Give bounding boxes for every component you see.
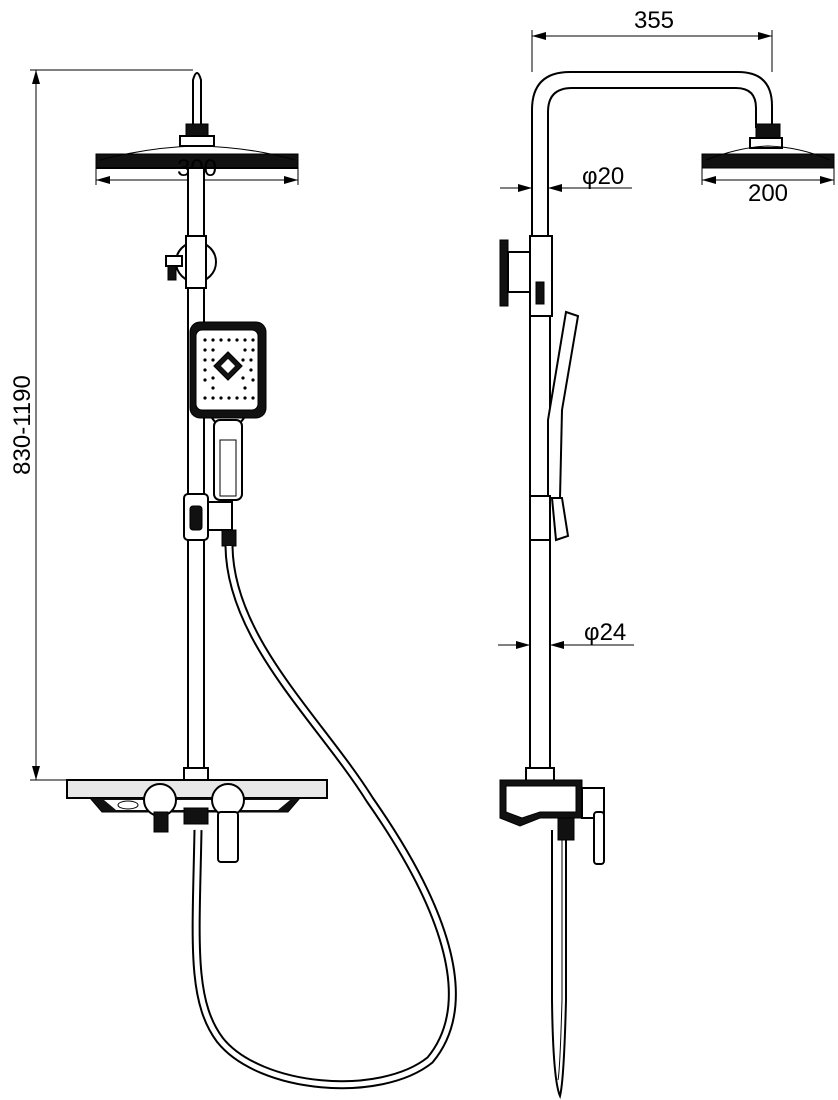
side-head-width-label: 200 (748, 180, 788, 207)
front-height-label: 830-1190 (9, 375, 36, 475)
side-head-nut (755, 123, 781, 139)
front-left-handle (143, 783, 177, 817)
front-height-dimension: 830-1190 (9, 69, 193, 781)
side-upper-diameter-dimension: φ20 (500, 163, 632, 192)
side-slider-holder (529, 495, 551, 541)
hand-shower-handle (213, 419, 243, 501)
side-shower-head (701, 145, 835, 169)
front-hand-shower (189, 321, 267, 501)
side-shower-hose (551, 830, 567, 1100)
svg-text:φ20: φ20 (582, 163, 624, 190)
front-gooseneck (192, 72, 202, 128)
side-arm-dimension: 355 (531, 7, 773, 72)
front-head-connector (179, 135, 215, 147)
front-view: 300 (9, 69, 457, 1090)
front-diverter-valve (165, 235, 217, 289)
side-view: 355 200 φ20 (498, 7, 835, 1100)
side-lower-diameter-label: 24 (600, 619, 627, 646)
front-head-nut (185, 123, 209, 137)
side-arm-outer (531, 71, 773, 780)
side-diverter-valve (499, 235, 553, 317)
side-arm-inner (547, 87, 757, 780)
side-upper-diameter-label: 20 (598, 163, 625, 190)
side-riser-pipe (529, 315, 551, 781)
side-hand-shower (529, 310, 580, 542)
side-tub-spout (593, 811, 605, 865)
front-slider-holder (183, 493, 237, 547)
side-shelf-mixer (499, 767, 605, 865)
side-head-dimension: 200 (701, 168, 835, 207)
spray-nozzle-pattern (203, 338, 255, 400)
side-upper-diameter-symbol: φ (582, 163, 598, 190)
side-lower-diameter-dimension: φ24 (498, 619, 634, 649)
front-shelf-mixer (66, 767, 328, 863)
svg-text:φ24: φ24 (584, 619, 626, 646)
front-tub-spout (217, 811, 239, 863)
side-lower-diameter-symbol: φ (584, 619, 600, 646)
side-arm-reach-label: 355 (634, 7, 674, 34)
